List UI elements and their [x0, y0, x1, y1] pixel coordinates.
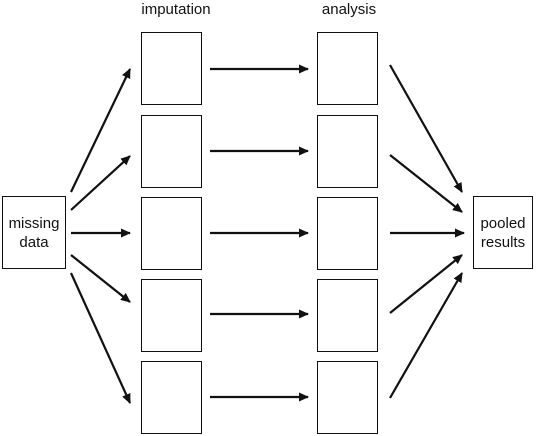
analysis-box-1 [317, 32, 378, 105]
analysis-box-2 [317, 115, 378, 188]
analysis-header: analysis [321, 1, 377, 18]
imputation-box-3 [141, 197, 202, 270]
pooled-results-label-line2: results [480, 233, 526, 251]
missing-data-label-line2: data [19, 233, 49, 251]
arrow-analysis-to-pooled-2 [389, 154, 463, 213]
arrow-missing-to-imputation-1 [70, 68, 131, 193]
arrow-analysis-to-pooled-4 [389, 254, 463, 314]
imputation-box-2 [141, 115, 202, 188]
imputation-box-4 [141, 279, 202, 352]
analysis-box-3 [317, 197, 378, 270]
arrow-missing-to-imputation-5 [69, 272, 132, 404]
analysis-box-4 [317, 279, 378, 352]
arrow-analysis-to-pooled-5 [389, 272, 463, 399]
pooled-results-label-line1: pooled [480, 214, 526, 232]
missing-data-label-line1: missing [8, 214, 60, 232]
imputation-box-5 [141, 361, 202, 434]
missing-data-box: missing data [2, 196, 66, 269]
arrow-analysis-to-pooled-1 [389, 64, 463, 193]
arrow-missing-to-imputation-4 [70, 254, 131, 303]
arrow-missing-to-imputation-2 [70, 155, 131, 211]
analysis-box-5 [317, 361, 378, 434]
imputation-header: imputation [141, 1, 211, 18]
pooled-results-box: pooled results [473, 196, 533, 269]
imputation-box-1 [141, 32, 202, 105]
